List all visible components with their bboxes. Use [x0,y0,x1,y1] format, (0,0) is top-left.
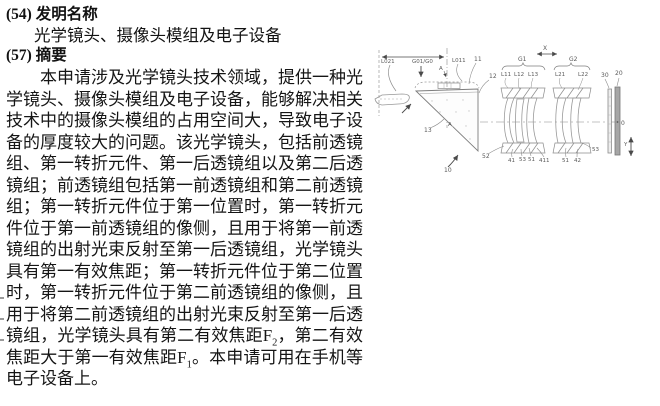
label-l021: L021 [381,59,395,65]
prism-texture [431,99,471,140]
leader-20 [616,77,620,87]
sensor-plate [614,86,621,156]
leader-30 [604,78,610,89]
label-41: 41 [508,158,515,164]
top-lens-center [437,82,461,89]
x-axis-label: X [543,45,547,52]
leader-52 [487,145,505,155]
label-52: 52 [482,153,490,160]
abstract-paragraph: 本申请涉及光学镜头技术领域，提供一种光学镜头、摄像头模组及电子设备，能够解决相关… [6,67,363,390]
leader-53-a [520,148,523,157]
g1-bottom-mount [500,142,546,154]
leader-51-b [565,147,567,158]
stowed-lens-element [374,93,410,106]
leader-51-a [528,147,532,157]
label-10: 10 [444,167,452,174]
top-lens-dashed-outline [414,81,480,89]
scan-mark [0,339,4,341]
label-l11: L11 [501,72,511,78]
leader-41 [511,148,514,158]
leader-42 [576,148,579,158]
filter-plate [607,88,612,154]
g1-top-mount [500,87,546,99]
scan-mark [0,297,4,299]
label-51-a: 51 [528,157,535,163]
leader-l11 [504,77,509,89]
prism-top-inner-line [419,91,479,94]
g2-top-mount [552,87,592,99]
label-l13: L13 [528,72,539,78]
label-l12: L12 [514,72,524,78]
filter-plate-ticks [608,96,612,143]
label-13: 13 [424,127,432,134]
leader-l011 [456,63,463,82]
leader-13 [429,118,445,129]
label-53-b: 53 [592,147,599,153]
leader-l13 [530,77,534,89]
field-57-heading: (57) 摘要 [6,47,67,64]
subscript-f2: 2 [272,337,278,349]
leader-12 [478,79,490,94]
g1-brace [501,61,546,71]
label-l21: L21 [555,72,565,78]
g1-lens-elements [503,97,538,144]
invention-title: 光学镜头、摄像头模组及电子设备 [34,26,282,45]
label-11: 11 [474,56,482,63]
label-30: 30 [601,72,609,79]
label-l22: L22 [578,72,588,78]
label-a-mid: A [448,122,452,128]
label-42: 42 [574,158,581,164]
label-51-b: 51 [562,158,569,164]
a-top-arrow [443,70,447,78]
leader-10 [447,154,459,168]
label-12: 12 [489,73,497,80]
patent-figure: L021 G01/G0 A L011 11 12 13 A 10 [374,45,634,174]
label-0: 0 [621,120,625,127]
field-54-heading: (54) 发明名称 [6,6,98,23]
subscript-f1: 1 [186,358,192,370]
incident-light-arrow [401,103,412,114]
abstract-text-2: ，第二有效焦距大于第一有效焦距F [6,326,363,367]
label-g1: G1 [518,56,527,63]
leader-l021 [388,64,397,92]
leader-l12 [517,77,521,91]
y-axis-label: Y [623,142,628,148]
label-53-a: 53 [519,157,526,163]
label-20: 20 [615,70,623,77]
scan-mark [0,318,4,320]
leader-411 [536,147,545,158]
label-l011: L011 [452,58,466,64]
label-g01-g0: G01/G0 [412,59,433,65]
abstract-text-3: 。本申请可用在手机等电子设备上。 [6,347,363,389]
folding-prism [414,88,479,153]
g2-brace [553,61,591,71]
text-column: (54) 发明名称 光学镜头、摄像头模组及电子设备 (57) 摘要 本申请涉及光… [6,5,363,390]
leader-l21 [559,77,563,89]
axis-origin-dot [616,121,619,123]
leader-l22 [577,77,584,91]
g2-lens-elements [555,97,582,144]
label-g2: G2 [569,56,578,63]
abstract-text-1: 本申请涉及光学镜头技术领域，提供一种光学镜头、摄像头模组及电子设备，能够解决相关… [6,68,363,345]
label-411: 411 [539,158,550,164]
leader-53-b [580,142,592,149]
label-a-top: A [439,66,443,72]
leader-11 [468,62,477,85]
